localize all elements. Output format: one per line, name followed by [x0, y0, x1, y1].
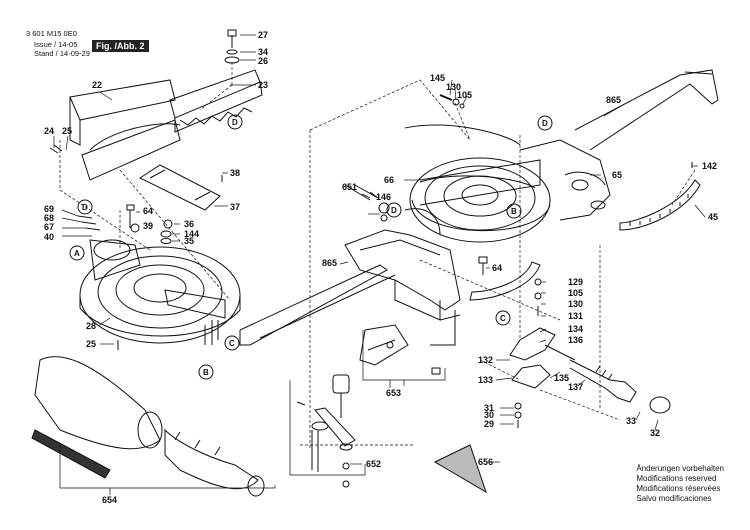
callout-31: 31	[484, 403, 494, 413]
ref-d: D	[391, 206, 397, 215]
callout-27: 27	[258, 30, 268, 40]
callout-45: 45	[708, 212, 718, 222]
issue-date: Issue / 14-05	[34, 40, 78, 49]
callout-137: 137	[568, 382, 583, 392]
leader-lines	[53, 34, 706, 495]
callout-145: 145	[430, 73, 445, 83]
callout-66: 66	[384, 175, 394, 185]
callout-39: 39	[143, 221, 153, 231]
modification-notes: Änderungen vorbehalten Modifications res…	[636, 464, 724, 504]
callout-133: 133	[478, 375, 493, 385]
callout-64: 64	[143, 206, 153, 216]
callout-656: 656	[478, 457, 493, 467]
ref-d: D	[232, 118, 238, 127]
callout-22: 22	[92, 80, 102, 90]
callout-134: 134	[568, 324, 583, 334]
callout-26: 26	[258, 56, 268, 66]
reference-letters: D D A D D B B C C	[74, 118, 548, 377]
callout-34: 34	[258, 47, 268, 57]
stand-date: Stand / 14-09-29	[34, 49, 90, 58]
fasteners-left	[126, 204, 173, 244]
callout-68: 68	[44, 213, 54, 223]
callout-24: 24	[44, 126, 54, 136]
callout-130: 130	[568, 299, 583, 309]
callout-32: 32	[650, 428, 660, 438]
callout-37: 37	[230, 202, 240, 212]
callout-135: 135	[554, 373, 569, 383]
fence-part	[69, 69, 263, 181]
note-line: Modifications reserved	[636, 474, 717, 483]
callout-36: 36	[184, 219, 194, 229]
callout-105: 105	[568, 288, 583, 298]
lock-mechanism-part	[509, 327, 671, 414]
assembly-dash-lines	[59, 62, 696, 450]
callout-653: 653	[386, 388, 401, 398]
callout-65: 65	[612, 170, 622, 180]
callout-25: 25	[86, 339, 96, 349]
callout-132: 132	[478, 355, 493, 365]
angle-segment-part	[469, 261, 541, 301]
rail-bars	[239, 69, 719, 346]
callout-651: 651	[342, 182, 357, 192]
ref-b: B	[203, 368, 209, 377]
callout-38: 38	[230, 168, 240, 178]
callout-105: 105	[457, 90, 472, 100]
callout-23: 23	[258, 80, 268, 90]
ref-a: A	[74, 249, 80, 258]
callout-146: 146	[376, 192, 391, 202]
part-callouts: 27 34 26 22 23 24 25 38 37 64 39 36 144 …	[44, 30, 718, 505]
callout-129: 129	[568, 277, 583, 287]
callout-28: 28	[86, 321, 96, 331]
callout-69: 69	[44, 204, 54, 214]
callout-30: 30	[484, 410, 494, 420]
callout-131: 131	[568, 311, 583, 321]
figure-label: Fig. /Abb. 2	[92, 40, 149, 52]
plate-part	[138, 164, 221, 211]
callout-67: 67	[44, 222, 54, 232]
ref-b: B	[511, 207, 517, 216]
callout-33: 33	[626, 416, 636, 426]
ref-c: C	[500, 314, 506, 323]
angle-scale-part	[619, 179, 701, 231]
callout-652: 652	[366, 459, 381, 469]
reference-circles	[69, 114, 553, 380]
callout-865: 865	[322, 258, 337, 268]
ref-c: C	[229, 339, 235, 348]
note-line: Salvo modificaciones	[636, 494, 712, 503]
fasteners-right	[49, 29, 693, 428]
callout-130: 130	[446, 82, 461, 92]
callout-64: 64	[492, 263, 502, 273]
note-line: Änderungen vorbehalten	[636, 464, 724, 473]
bracket-part	[359, 324, 441, 375]
saw-arm-part	[344, 184, 461, 346]
turntable-part	[79, 239, 241, 350]
base-assembly	[404, 124, 611, 243]
callout-136: 136	[568, 335, 583, 345]
callout-142: 142	[702, 161, 717, 171]
callout-865: 865	[606, 95, 621, 105]
callout-25: 25	[62, 126, 72, 136]
note-line: Modifications réservées	[636, 484, 721, 493]
callout-40: 40	[44, 232, 54, 242]
callout-29: 29	[484, 419, 494, 429]
ref-d: D	[542, 119, 548, 128]
doc-number: 3 601 M15 0E0	[26, 29, 77, 38]
callout-144: 144	[184, 229, 199, 239]
tool-kit-part	[296, 374, 487, 494]
callout-654: 654	[102, 495, 117, 505]
callout-35: 35	[184, 236, 194, 246]
ref-d: D	[82, 203, 88, 212]
dust-chute-part	[31, 356, 265, 497]
